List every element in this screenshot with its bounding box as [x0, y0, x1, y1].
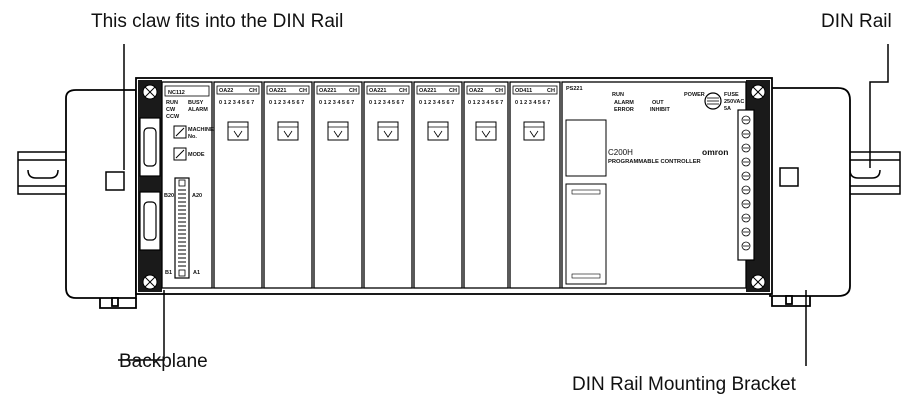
io-module-name: OA221 — [269, 88, 286, 94]
io-module-name: OA22 — [219, 88, 233, 94]
io-module-name: OA221 — [369, 88, 386, 94]
a1-label: A1 — [193, 270, 200, 276]
power-cpu-unit: PS221 RUN ALARM ERROR OUT INHIBIT POWER … — [562, 82, 746, 288]
machine-no-label: No. — [188, 134, 197, 140]
cw-label: CW — [166, 107, 176, 113]
io-module: OA22 CH 0 1 2 3 4 5 6 7 — [214, 82, 262, 288]
io-module-ch: CH — [249, 88, 257, 94]
nc-module-model: NC112 — [168, 90, 185, 96]
callout-claw: This claw fits into the DIN Rail — [91, 12, 343, 31]
io-module-ch: CH — [299, 88, 307, 94]
controller-title: C200H — [608, 148, 633, 157]
brand-logo: omron — [702, 147, 728, 157]
io-module: OA221 CH 0 1 2 3 4 5 6 7 — [364, 82, 412, 288]
io-module-bits: 0 1 2 3 4 5 6 7 — [468, 100, 503, 106]
io-module: OD411 CH 0 1 2 3 4 5 6 7 — [510, 82, 560, 288]
b20-label: B20 — [164, 193, 174, 199]
io-module-bits: 0 1 2 3 4 5 6 7 — [319, 100, 354, 106]
run-label: RUN — [166, 100, 178, 106]
a20-label: A20 — [192, 193, 202, 199]
run-indicator-label: RUN — [612, 92, 624, 98]
error-indicator-label: ERROR — [614, 107, 634, 113]
io-module-bits: 0 1 2 3 4 5 6 7 — [369, 100, 404, 106]
io-module: OA221 CH 0 1 2 3 4 5 6 7 — [264, 82, 312, 288]
out-label: OUT — [652, 100, 664, 106]
terminal-block — [738, 110, 754, 260]
controller-subtitle: PROGRAMMABLE CONTROLLER — [608, 159, 702, 165]
io-module-ch: CH — [349, 88, 357, 94]
io-module-name: OA221 — [319, 88, 336, 94]
fuse-icon — [705, 93, 721, 109]
mounting-bracket-left — [66, 90, 136, 308]
io-module-ch: CH — [547, 88, 555, 94]
io-module-name: OA22 — [469, 88, 483, 94]
machine-label: MACHINE — [188, 127, 214, 133]
inhibit-label: INHIBIT — [650, 107, 671, 113]
alarm-indicator-label: ALARM — [614, 100, 634, 106]
b1-label: B1 — [165, 270, 172, 276]
io-modules: OA22 CH 0 1 2 3 4 5 6 7 OA221 CH 0 1 2 3… — [214, 82, 560, 288]
ps-model: PS221 — [566, 86, 583, 92]
fuse-label: FUSE — [724, 92, 739, 98]
io-module: OA22 CH 0 1 2 3 4 5 6 7 — [464, 82, 508, 288]
mode-label: MODE — [188, 152, 205, 158]
ccw-label: CCW — [166, 114, 180, 120]
busy-label: BUSY — [188, 100, 204, 106]
callout-backplane: Backplane — [119, 352, 208, 371]
fuse-voltage: 250VAC — [724, 99, 744, 105]
callout-din-rail: DIN Rail — [821, 12, 892, 31]
power-label: POWER — [684, 92, 705, 98]
din-rail-left — [18, 152, 73, 194]
io-module: OA221 CH 0 1 2 3 4 5 6 7 — [314, 82, 362, 288]
io-module-bits: 0 1 2 3 4 5 6 7 — [269, 100, 304, 106]
alarm-label: ALARM — [188, 107, 208, 113]
fuse-amps: 5A — [724, 106, 731, 112]
io-module-name: OA221 — [419, 88, 436, 94]
io-module-name: OD411 — [515, 88, 532, 94]
backplane-leader — [118, 290, 164, 360]
io-module-bits: 0 1 2 3 4 5 6 7 — [515, 100, 550, 106]
io-module-ch: CH — [449, 88, 457, 94]
io-module: OA221 CH 0 1 2 3 4 5 6 7 — [414, 82, 462, 288]
nc-module: NC112 RUN BUSY CW CCW ALARM MACHINE No. … — [162, 82, 214, 288]
io-module-ch: CH — [495, 88, 503, 94]
callout-bracket: DIN Rail Mounting Bracket — [572, 375, 796, 394]
io-module-ch: CH — [399, 88, 407, 94]
din-rail-leader — [870, 44, 888, 168]
io-module-bits: 0 1 2 3 4 5 6 7 — [219, 100, 254, 106]
io-module-bits: 0 1 2 3 4 5 6 7 — [419, 100, 454, 106]
mounting-bracket-right — [770, 88, 850, 306]
